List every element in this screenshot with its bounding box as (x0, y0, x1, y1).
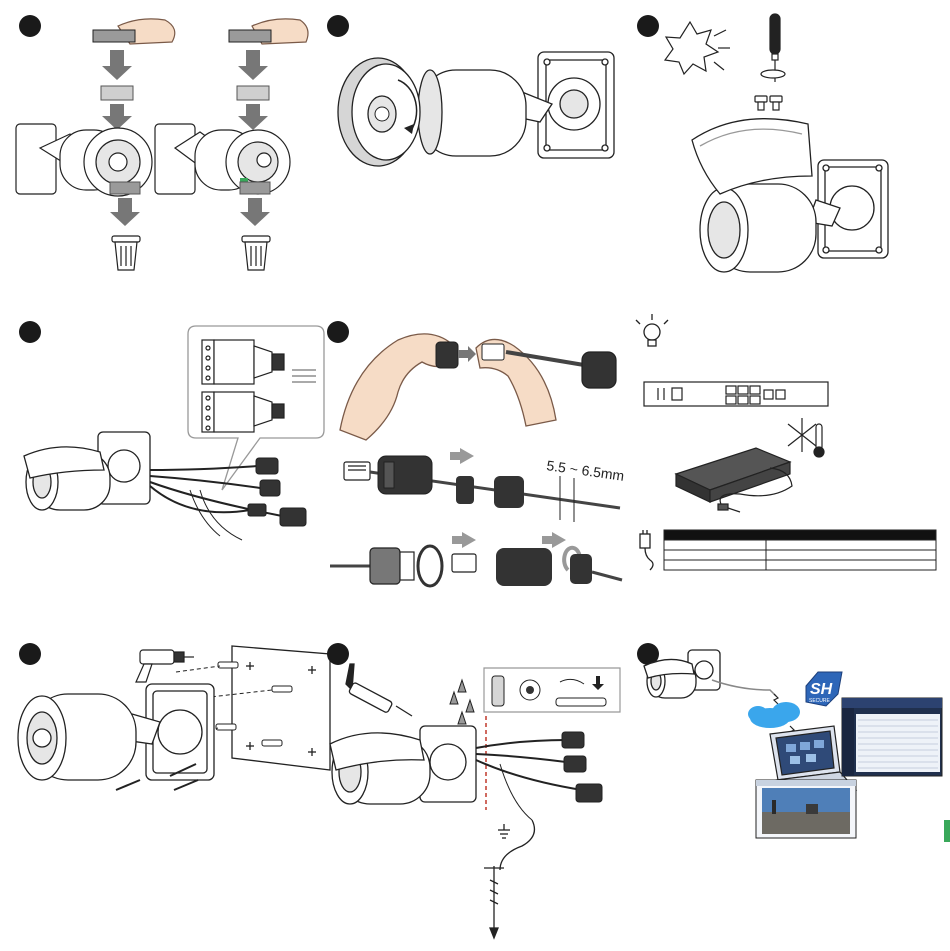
caulking-gun-icon (346, 664, 412, 716)
desiccant-pack (101, 86, 133, 100)
o-ring (418, 546, 442, 586)
camera-body-panel-9 (644, 659, 696, 698)
software-logo: SH SECURE (806, 672, 842, 706)
panel-7 (18, 643, 330, 790)
step-marker (19, 643, 41, 665)
power-spec-table (664, 530, 936, 570)
down-arrow-icon (102, 50, 132, 80)
left-arrow-icon (542, 532, 566, 548)
desiccant-pack (240, 182, 270, 194)
lens-cover-ring (338, 58, 420, 166)
camera-socket (370, 548, 414, 584)
video-viewer-screenshot (756, 780, 856, 838)
gland-cap (570, 554, 592, 584)
wall-surface (232, 646, 330, 770)
panel-3 (637, 14, 888, 272)
cold-temperature-icon (788, 418, 824, 457)
trash-bin-icon (112, 236, 140, 270)
network-cable (712, 680, 776, 696)
rj45-plug-icon (344, 462, 370, 480)
gland-nut (378, 456, 432, 494)
cloud-icon (748, 702, 800, 728)
screwdriver-icon (761, 14, 785, 82)
left-arrow-icon (452, 532, 476, 548)
power-adapter-icon (676, 448, 792, 512)
gland-cap (494, 476, 524, 508)
camera-body-panel-4 (24, 447, 110, 510)
step-marker (637, 15, 659, 37)
down-arrow-icon (238, 50, 268, 80)
camera-body-panel-7 (18, 694, 160, 780)
rj45-connector-icon (562, 732, 602, 802)
camera-body-panel-8 (330, 733, 430, 804)
down-arrow-icon (102, 104, 132, 130)
down-arrow-icon (240, 198, 270, 226)
seal-ring (456, 476, 474, 504)
down-arrow-icon (110, 198, 140, 226)
panel-8 (327, 643, 620, 938)
down-arrow-icon (238, 104, 268, 130)
desiccant-pack (237, 86, 269, 100)
gland-assembly (496, 548, 552, 586)
hand-with-desiccant-right (229, 19, 308, 44)
panel-4 (19, 321, 324, 540)
sun-icon (665, 22, 730, 74)
panel-2 (327, 15, 614, 166)
desiccant-pack (110, 182, 140, 194)
step-marker (19, 15, 41, 37)
lightbulb-tip-icon (636, 314, 668, 346)
left-arrow-icon (450, 448, 474, 464)
panel-5: 5.5 ~ 6.5mm (327, 321, 625, 586)
sealant-drops (450, 680, 474, 724)
accessory-callout (484, 668, 620, 712)
ground-rod-icon (484, 866, 504, 938)
panel-1 (16, 15, 308, 270)
step-marker (327, 321, 349, 343)
step-marker (327, 15, 349, 37)
power-plug-icon (640, 530, 653, 570)
svg-text:SH: SH (810, 681, 833, 698)
software-screenshot (842, 698, 942, 776)
svg-text:SECURE: SECURE (809, 698, 831, 704)
drill-icon (136, 650, 194, 682)
rj45-plug-icon (452, 554, 476, 572)
camera-body-panel-2 (418, 70, 552, 156)
cable-harness (476, 740, 582, 820)
step-marker (327, 643, 349, 665)
page-edge-tab (944, 820, 950, 842)
cable-gauge-label: 5.5 ~ 6.5mm (546, 457, 626, 484)
step-marker (19, 321, 41, 343)
poe-switch-icon (644, 382, 828, 406)
ground-wire (498, 820, 534, 870)
cable-harness (150, 466, 282, 540)
hand-with-desiccant-left (93, 19, 175, 44)
panel-6 (636, 314, 936, 570)
panel-9: SH SECURE (637, 643, 950, 842)
screw-icon (755, 96, 782, 110)
trash-bin-icon (242, 236, 270, 270)
